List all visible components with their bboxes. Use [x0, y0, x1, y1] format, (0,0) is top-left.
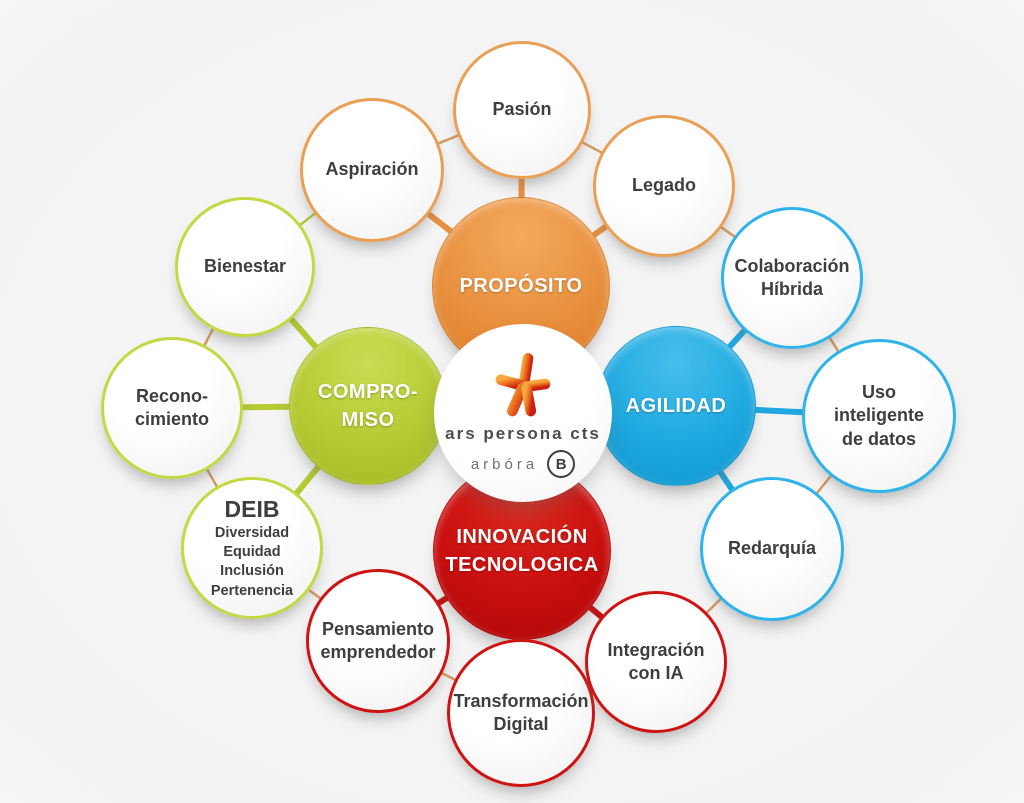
- hub-label: INNOVACIÓN: [456, 526, 588, 548]
- hub-agilidad: AGILIDAD: [596, 326, 756, 486]
- satellite-label: Pasión: [492, 99, 552, 120]
- satellite-label: Redarquía: [727, 538, 817, 559]
- satellite-label: Bienestar: [203, 256, 287, 277]
- satellite-label: Recono-: [136, 385, 208, 406]
- satellite-bienestar: Bienestar: [175, 197, 315, 337]
- satellite-label: Pensamiento: [321, 618, 435, 639]
- satellite-label: con IA: [628, 663, 684, 683]
- satellite-aspiracion: Aspiración: [300, 98, 444, 242]
- hub-label: MISO: [341, 409, 395, 431]
- satellite-reconocimiento: Recono-cimiento: [101, 337, 243, 479]
- satellite-label: Pertenencia: [210, 582, 294, 599]
- bcorp-badge-letter: B: [555, 455, 567, 473]
- satellite-label: DEIB: [224, 496, 280, 523]
- satellite-label: Híbrida: [760, 279, 823, 299]
- satellite-label: Inclusión: [220, 563, 284, 580]
- brand-wordmark: ars persona cts: [445, 424, 601, 443]
- satellite-label: de datos: [841, 428, 916, 449]
- satellite-label: cimiento: [134, 409, 209, 429]
- satellite-label: Transformación: [453, 690, 589, 711]
- star-person-icon: [495, 353, 551, 417]
- hub-label: PROPÓSITO: [459, 275, 583, 297]
- satellite-integracion: Integración con IA: [585, 591, 727, 733]
- satellite-label: emprendedor: [320, 642, 436, 662]
- satellite-pasion: Pasión: [453, 41, 591, 179]
- satellite-pensamiento: Pensamiento emprendedor: [306, 569, 450, 713]
- satellite-label: Legado: [631, 175, 696, 196]
- satellite-label: Uso: [861, 381, 896, 402]
- satellite-label: Diversidad: [214, 525, 290, 542]
- satellite-label: Digital: [493, 714, 549, 734]
- satellite-label: Integración: [607, 639, 705, 660]
- hub-label: COMPRO-: [317, 381, 419, 403]
- arbora-wordmark: arbóra: [470, 455, 539, 473]
- satellite-legado: Legado: [593, 115, 735, 257]
- satellite-label: Aspiración: [325, 159, 419, 180]
- satellite-redarquia: Redarquía: [700, 477, 844, 621]
- hub-label: AGILIDAD: [625, 395, 727, 417]
- hub-compromiso: COMPRO- MISO: [289, 327, 447, 485]
- satellite-label: Colaboración: [734, 255, 850, 276]
- satellite-label: inteligente: [833, 405, 924, 426]
- center-logo-circle: ars persona cts arbóra B: [434, 324, 612, 502]
- satellite-label: Equidad: [223, 544, 281, 561]
- hub-label: TECNOLOGICA: [445, 554, 599, 576]
- bcorp-badge-icon: B: [547, 450, 576, 478]
